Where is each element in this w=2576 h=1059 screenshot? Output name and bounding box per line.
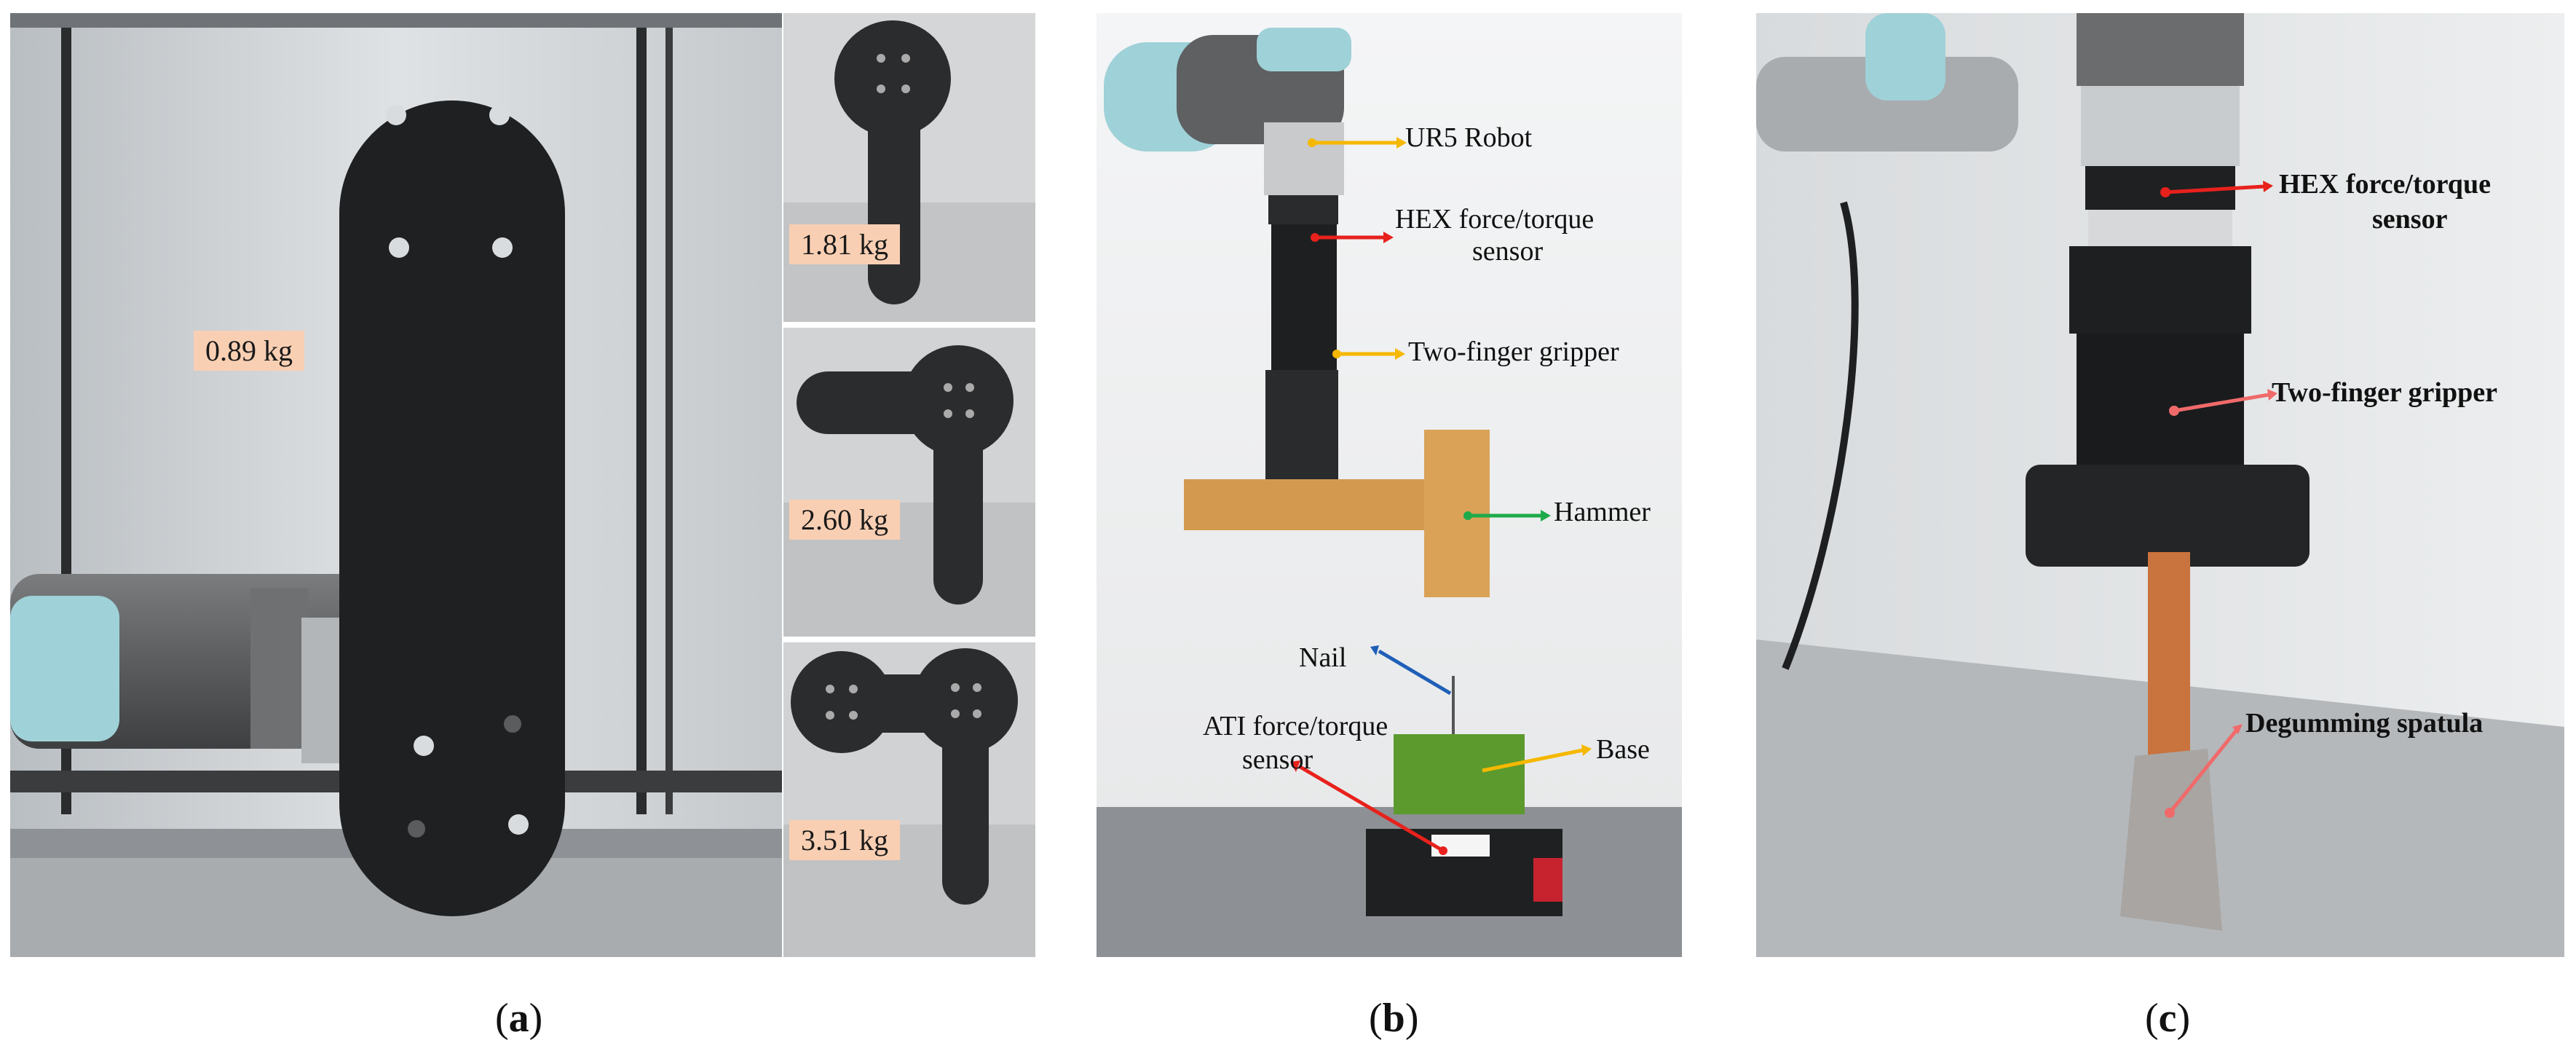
panel-b: UR5 Robot HEX force/torque sensor Two-fi… [1097, 13, 1682, 957]
panel-a-weight-photo-1: 1.81 kg [783, 13, 1035, 322]
panel-a-weight-photo-2: 2.60 kg [783, 328, 1035, 637]
caption-a-letter: a [508, 996, 529, 1041]
label-ati-sensor-1: ATI force/torque [1203, 711, 1388, 741]
caption-b: (b) [1369, 996, 1419, 1041]
panel-c-arrows [2160, 181, 2277, 818]
label-gripper-b: Two-finger gripper [1408, 336, 1619, 367]
caption-c: (c) [2145, 996, 2191, 1041]
weight-tag-2: 2.60 kg [789, 500, 900, 540]
weight-3-illustration [783, 642, 1035, 957]
panel-a-main-photo: 0.89 kg [10, 13, 782, 957]
label-gripper-c: Two-finger gripper [2272, 377, 2497, 408]
label-hex-sensor-c-2: sensor [2372, 204, 2448, 235]
panel-b-arrows [1290, 137, 1592, 855]
panel-c-illustration [1756, 13, 2564, 957]
panel-a-weight-photo-3: 3.51 kg [783, 642, 1035, 957]
panel-b-illustration [1097, 13, 1682, 957]
label-hex-sensor-b-1: HEX force/torque [1395, 204, 1595, 235]
caption-a: (a) [495, 996, 543, 1041]
weight-tag-1: 1.81 kg [789, 224, 900, 264]
caption-c-letter: c [2158, 996, 2177, 1041]
panel-a-main-illustration [10, 13, 782, 957]
panel-a: 0.89 kg 1.81 kg 2.60 kg [10, 13, 1035, 957]
label-base: Base [1596, 734, 1650, 765]
label-nail: Nail [1299, 642, 1347, 673]
label-ati-sensor-2: sensor [1242, 744, 1313, 775]
weight-tag-3: 3.51 kg [789, 820, 900, 860]
main-weight-tag: 0.89 kg [194, 331, 304, 371]
label-hammer: Hammer [1554, 497, 1651, 527]
weight-2-illustration [783, 328, 1035, 637]
weight-1-illustration [783, 13, 1035, 322]
label-hex-sensor-c-1: HEX force/torque [2279, 169, 2491, 200]
caption-b-letter: b [1382, 996, 1405, 1041]
label-spatula: Degumming spatula [2245, 708, 2484, 739]
label-ur5-robot: UR5 Robot [1405, 122, 1533, 153]
panel-c: HEX force/torque sensor Two-finger gripp… [1756, 13, 2564, 957]
label-hex-sensor-b-2: sensor [1472, 236, 1544, 267]
